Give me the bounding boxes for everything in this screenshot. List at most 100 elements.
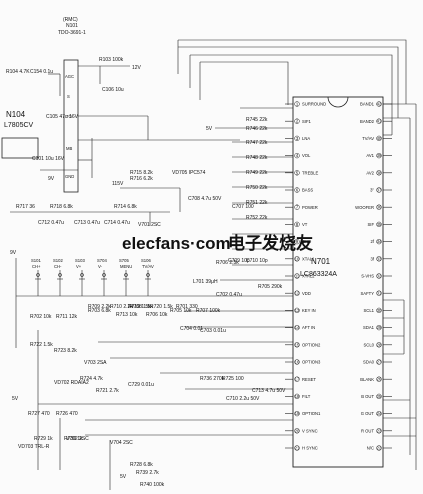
key-switch-contact [146,273,150,277]
watermark-cn: 电子发烧友 [228,233,313,253]
ic-pin-name: V SYNC [302,428,318,433]
ic-pin-number: 12 [295,291,300,296]
ic-pin-marker [376,445,382,451]
key-switches: S101CH+S102CH-S103V+S704V-S705MENUS106TV… [31,258,154,280]
ic-pin-number: 27 [377,360,382,365]
ic-pin-name: WOOFER [355,205,374,210]
ic-pin-name: S-VHS [361,274,374,279]
component-label: C713 4.7u 50V [252,388,286,394]
component-label: R749 22k [246,170,268,176]
ic-pin-name: SIF [367,222,374,227]
ic-pin-marker [376,204,382,210]
watermark: elecfans·com 电子发烧友 [122,233,313,253]
component-label: R725 100 [222,376,244,382]
ic-pin-number: 15 [295,342,300,347]
component-label: R720 1.5k [150,304,173,310]
ic-pin-number: 6 [296,188,299,193]
ic-pin-number: 33 [377,256,382,261]
ic-pin-name: FILT [302,394,311,399]
ic-pin-number: 28 [377,342,382,347]
ic-pin-name: BLANK [360,377,374,382]
ic-pin-marker [376,342,382,348]
rmc-module: (RMC) N101 TDO-3691-1 AGC S TO MB GND [58,17,86,193]
ic-pin-number: 24 [377,411,382,416]
ic-pin-marker [294,324,300,331]
ic-pin-name: B OUT [361,394,374,399]
component-label: R708 1.5k [130,304,153,310]
ic-pin-number: 18 [295,394,300,399]
ic-pin-marker [376,170,382,176]
voltage-label: 5V [120,474,127,480]
ic-body [292,96,384,468]
ic-pin-marker [294,445,300,451]
key-switch-contact [102,273,106,277]
ic-pin-number: 5 [296,170,299,175]
ic-pin-number: 23 [377,428,382,433]
ic-pin-marker [294,101,300,107]
ic-n701: N701 LC863324A [292,96,384,468]
ic-pin-name: RESET [302,377,316,382]
ic-pin-name: OPTION3 [302,360,321,365]
component-label: R710 2.2k [110,304,133,310]
ic-pin-marker [294,135,300,142]
component-label: R718 6.8k [50,204,73,210]
ic-pin-number: 16 [295,360,300,365]
component-label: R711 12k [56,314,78,320]
ic-pin-marker [294,238,300,245]
ic-pin-marker [376,152,382,159]
component-label: C703 0.01u [200,328,226,334]
ic-pin-number: 7 [296,205,299,210]
component-label: R721 2.7k [96,388,119,394]
ic-pin-name: OPTION1 [302,411,321,416]
ic-pin-number: 13 [295,308,300,313]
component-label: R701 330 [176,304,198,310]
ic-pin-name: AFT IN [302,325,315,330]
ic-pin-marker [376,135,382,142]
ic-pin-name: AV1 [366,153,374,158]
ic-pin-number: 4 [296,153,299,158]
component-label: C704 0.01 [180,326,203,332]
ic-pin-name: GND [302,239,311,244]
ic-pin-number: 36 [377,205,382,210]
ic-pin-number: 1 [296,102,299,107]
ic-pin-name: LNA [302,136,310,141]
ic-pin-number: 37 [377,188,382,193]
ic-pin-name: SCL1 [364,308,375,313]
ic-pin-number: 10 [295,256,300,261]
ic-pin-number: 20 [295,428,300,433]
bus-wire [200,61,289,105]
ic-pin-marker [294,290,300,296]
ic-pin-name: TV/AV [362,136,374,141]
bus-wire [190,54,393,135]
ic-pin-number: 32 [377,274,382,279]
ic-pin-marker [376,324,382,331]
key-switch-label: V- [98,264,103,269]
component-label: C154 0.1u [30,69,53,75]
ic-pin-number: 41 [377,119,382,124]
rmc-pin-label: TO [66,114,72,119]
key-switch-label: CH+ [32,264,41,269]
component-label: R706 10k [146,312,168,318]
ic-pin-marker [294,428,300,434]
component-label: R709 2.2k [88,304,111,310]
ic-pin-number: 25 [377,394,382,399]
component-label: R750 22k [246,185,268,191]
key-switch-contact [58,273,62,277]
ic-pin-marker [376,238,382,245]
ic-pin-name: XTAL1 [302,256,315,261]
ic-pin-name: TREBLE [302,170,318,175]
component-label: R740 100k [140,482,165,488]
ic-pin-number: 8 [296,222,299,227]
voltage-label: 5V [206,126,213,132]
key-switch-label: TV/AV [142,264,154,269]
component-label: R746 22k [246,126,268,132]
bus-wire [178,39,407,104]
ic-pin-number: 2 [296,119,299,124]
component-label: VD705 IPC574 [172,170,206,176]
component-label: R730 1k [64,436,83,442]
ic-pin-name: 3" [370,188,374,193]
key-switch-ref: S705 [119,258,129,263]
ic-pin-name: 2f [371,239,375,244]
